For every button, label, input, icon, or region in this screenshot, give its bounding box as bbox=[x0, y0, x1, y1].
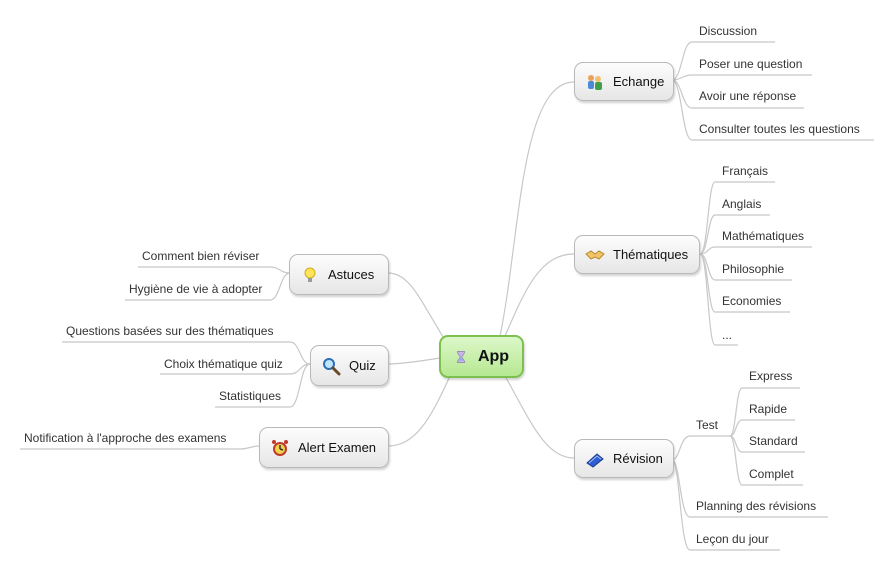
node-label: Astuces bbox=[328, 267, 375, 282]
leaf-more[interactable]: ... bbox=[722, 328, 733, 342]
link-app-revision bbox=[504, 375, 575, 459]
node-astuces[interactable]: Astuces bbox=[289, 254, 389, 295]
leaf-consulter-questions[interactable]: Consulter toutes les questions bbox=[699, 122, 860, 136]
magnifier-icon bbox=[323, 357, 341, 375]
link-app-quiz bbox=[387, 357, 441, 365]
leaf-planning-revisions[interactable]: Planning des révisions bbox=[696, 499, 817, 513]
leaf-mathematiques[interactable]: Mathématiques bbox=[722, 229, 805, 243]
center-node-app[interactable]: App bbox=[439, 335, 524, 378]
link-app-thematiques bbox=[504, 253, 575, 337]
leaf-notification-examens[interactable]: Notification à l'approche des examens bbox=[24, 431, 227, 445]
leaf-anglais[interactable]: Anglais bbox=[722, 197, 762, 211]
link-app-astuces bbox=[387, 272, 446, 341]
leaf-questions-thematiques[interactable]: Questions basées sur des thématiques bbox=[66, 324, 274, 338]
leaf-test[interactable]: Test bbox=[696, 418, 719, 432]
leaf-francais[interactable]: Français bbox=[722, 164, 769, 178]
hourglass-icon bbox=[457, 350, 465, 363]
node-revision[interactable]: Révision bbox=[574, 439, 674, 478]
node-thematiques[interactable]: Thématiques bbox=[574, 235, 700, 274]
lightbulb-icon bbox=[304, 267, 316, 282]
leaf-poser-question[interactable]: Poser une question bbox=[699, 57, 803, 71]
leaf-avoir-reponse[interactable]: Avoir une réponse bbox=[699, 89, 797, 103]
leaf-statistiques[interactable]: Statistiques bbox=[219, 389, 282, 403]
node-echange[interactable]: Echange bbox=[574, 62, 674, 101]
leaf-lecon-du-jour[interactable]: Leçon du jour bbox=[696, 532, 769, 546]
leaf-discussion[interactable]: Discussion bbox=[699, 24, 758, 38]
center-label: App bbox=[477, 347, 510, 365]
node-alert-examen[interactable]: Alert Examen bbox=[259, 427, 389, 468]
book-icon bbox=[586, 452, 604, 468]
node-label: Thématiques bbox=[613, 247, 689, 262]
node-label: Révision bbox=[613, 451, 663, 466]
leaf-express[interactable]: Express bbox=[749, 369, 793, 383]
node-quiz[interactable]: Quiz bbox=[310, 345, 389, 386]
leaf-comment-bien-reviser[interactable]: Comment bien réviser bbox=[142, 249, 260, 263]
leaf-rapide[interactable]: Rapide bbox=[749, 402, 788, 416]
leaf-economies[interactable]: Economies bbox=[722, 294, 782, 308]
link-app-alert bbox=[387, 375, 451, 447]
node-label: Quiz bbox=[349, 358, 376, 373]
people-icon bbox=[588, 74, 602, 90]
alarm-clock-icon bbox=[272, 439, 288, 456]
leaf-philosophie[interactable]: Philosophie bbox=[722, 262, 785, 276]
handshake-icon bbox=[585, 249, 605, 260]
leaf-choix-thematique-quiz[interactable]: Choix thématique quiz bbox=[164, 357, 283, 371]
node-label: Alert Examen bbox=[298, 440, 377, 455]
leaf-standard[interactable]: Standard bbox=[749, 434, 798, 448]
node-label: Echange bbox=[613, 74, 665, 89]
leaf-hygiene-de-vie[interactable]: Hygiène de vie à adopter bbox=[129, 282, 263, 296]
link-app-echange bbox=[499, 81, 575, 337]
leaf-complet[interactable]: Complet bbox=[749, 467, 794, 481]
